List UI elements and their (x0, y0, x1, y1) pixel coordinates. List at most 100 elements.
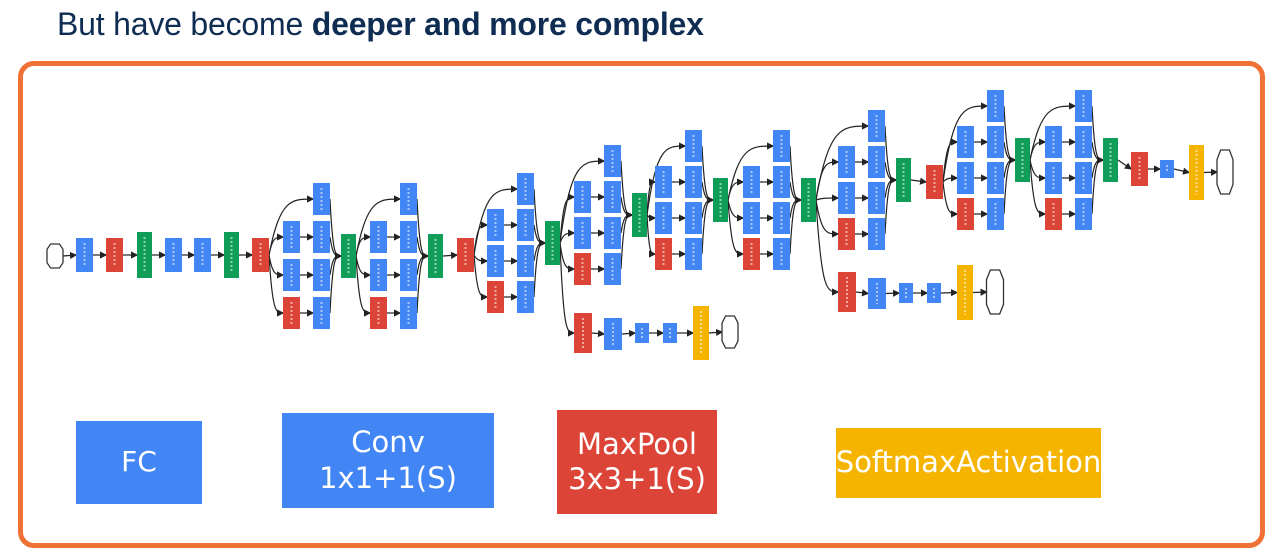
node-conv (400, 259, 417, 291)
node-conv (517, 281, 534, 313)
edge-arrow (329, 252, 343, 314)
node-conv (604, 145, 621, 177)
node-conv (685, 130, 702, 162)
node-conv (517, 173, 534, 205)
title-plain: But have become (57, 6, 312, 42)
node-conv (604, 217, 621, 249)
edge-arrow (268, 254, 285, 279)
edge-arrow (815, 199, 840, 238)
edge-arrow (559, 193, 576, 244)
diagram-frame (18, 61, 1265, 548)
node-conv (868, 182, 885, 214)
edge-arrow (355, 255, 372, 317)
legend-conv-line2: 1x1+1(S) (319, 460, 457, 495)
nodes-layer (46, 90, 1234, 360)
edge-arrow (942, 138, 959, 183)
node-conv (773, 202, 790, 234)
node-conv (868, 278, 886, 309)
node-input (46, 243, 64, 269)
node-conv (487, 209, 504, 241)
edge-arrow (1203, 168, 1219, 176)
edge-arrow (910, 177, 928, 185)
node-output (721, 315, 739, 349)
node-conv (574, 217, 591, 249)
edge-arrow (559, 242, 576, 337)
edge-arrow (591, 329, 606, 338)
node-pool (487, 281, 504, 313)
node-conv (370, 259, 387, 291)
node-pool (838, 218, 855, 250)
node-conv (1075, 126, 1092, 158)
node-conv (517, 245, 534, 277)
node-conv (987, 162, 1004, 194)
edge-arrow (473, 254, 489, 301)
node-conv (604, 181, 621, 213)
edge-arrow (1003, 156, 1017, 215)
title-bold: deeper and more complex (311, 6, 704, 42)
edge-arrow (1029, 102, 1077, 161)
edge-arrow (940, 289, 959, 297)
node-conv (868, 110, 885, 142)
edge-arrow (727, 142, 775, 201)
edge-arrow (646, 142, 687, 216)
node-conv (838, 182, 855, 214)
edge-arrow (533, 239, 547, 298)
legend-pool-line2: 3x3+1(S) (568, 462, 706, 496)
edge-arrow (789, 196, 803, 255)
edge-arrow (727, 199, 745, 222)
node-softmax (957, 265, 973, 320)
node-pool (957, 198, 974, 230)
edge-arrow (855, 289, 870, 297)
legend-fc: FC (76, 421, 202, 504)
node-conv (313, 259, 330, 291)
node-conv (957, 126, 974, 158)
node-conv (685, 166, 702, 198)
edge-arrow (268, 233, 285, 256)
node-conv (838, 146, 855, 178)
node-conv (1075, 198, 1092, 230)
node-conv (400, 297, 417, 329)
node-conv (283, 221, 300, 253)
node-pool (283, 297, 300, 329)
node-conv (1045, 126, 1062, 158)
node-conv (313, 183, 330, 215)
node-conv (400, 221, 417, 253)
legend-conv-line1: Conv (351, 425, 425, 460)
node-conv (773, 130, 790, 162)
node-conv (604, 318, 622, 350)
edges-layer (62, 102, 1219, 338)
edge-arrow (885, 289, 901, 297)
node-conv (1075, 162, 1092, 194)
node-conv (400, 183, 417, 215)
edge-arrow (815, 199, 840, 296)
node-conv (1075, 90, 1092, 122)
edge-arrow (355, 195, 402, 257)
edge-arrow (416, 252, 430, 314)
edge-arrow (646, 178, 657, 216)
edge-arrow (1117, 159, 1132, 170)
node-pool (370, 297, 387, 329)
edge-arrow (701, 196, 715, 255)
node-conv (743, 202, 760, 234)
edge-arrow (559, 242, 576, 273)
node-output (985, 269, 1005, 315)
node-conv (743, 166, 760, 198)
node-conv (957, 162, 974, 194)
edge-arrow (473, 221, 489, 256)
node-conv (685, 202, 702, 234)
edge-arrow (815, 194, 840, 202)
edge-arrow (473, 254, 489, 265)
edge-arrow (1029, 138, 1047, 161)
edge-arrow (1029, 159, 1047, 218)
edge-arrow (884, 176, 898, 235)
node-pool (574, 253, 591, 285)
node-softmax (1189, 145, 1204, 200)
legend-pool-line1: MaxPool (577, 426, 697, 461)
edge-arrow (268, 254, 285, 317)
node-conv (987, 198, 1004, 230)
edge-arrow (559, 157, 606, 244)
node-conv (685, 238, 702, 270)
